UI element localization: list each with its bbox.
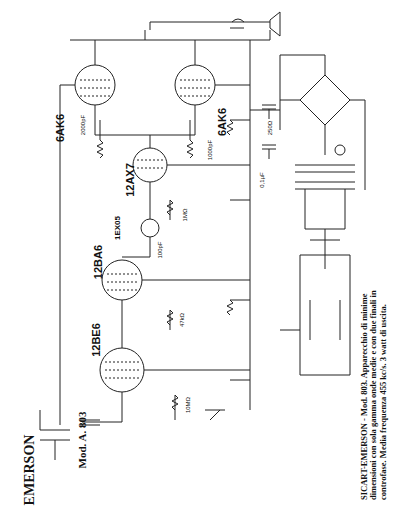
component-value: 47kΩ xyxy=(179,313,186,327)
component-value: 10MΩ xyxy=(185,397,192,413)
component-value: 250Ω xyxy=(267,121,274,136)
component-value: 1MΩ xyxy=(182,209,189,222)
tube-label: 6AK6 xyxy=(216,108,228,136)
tube-label: 12BE6 xyxy=(90,323,102,357)
tube-label: 1EX05 xyxy=(114,216,123,240)
component-value: 2000pF xyxy=(80,115,87,135)
caption-text: SICART-EMERSON - Mod. 803. Apparecchio d… xyxy=(360,270,388,500)
component-value: 1000pF xyxy=(207,140,214,160)
component-value: 100pF xyxy=(157,241,164,258)
model-number: Mod. A. 803 xyxy=(76,412,88,469)
tube-label: 12BA6 xyxy=(92,245,104,279)
tube-label: 6AK6 xyxy=(54,114,66,142)
brand-name: EMERSON xyxy=(22,435,37,506)
component-value: 0,1µF xyxy=(259,172,266,187)
tube-label: 12AX7 xyxy=(124,163,136,197)
